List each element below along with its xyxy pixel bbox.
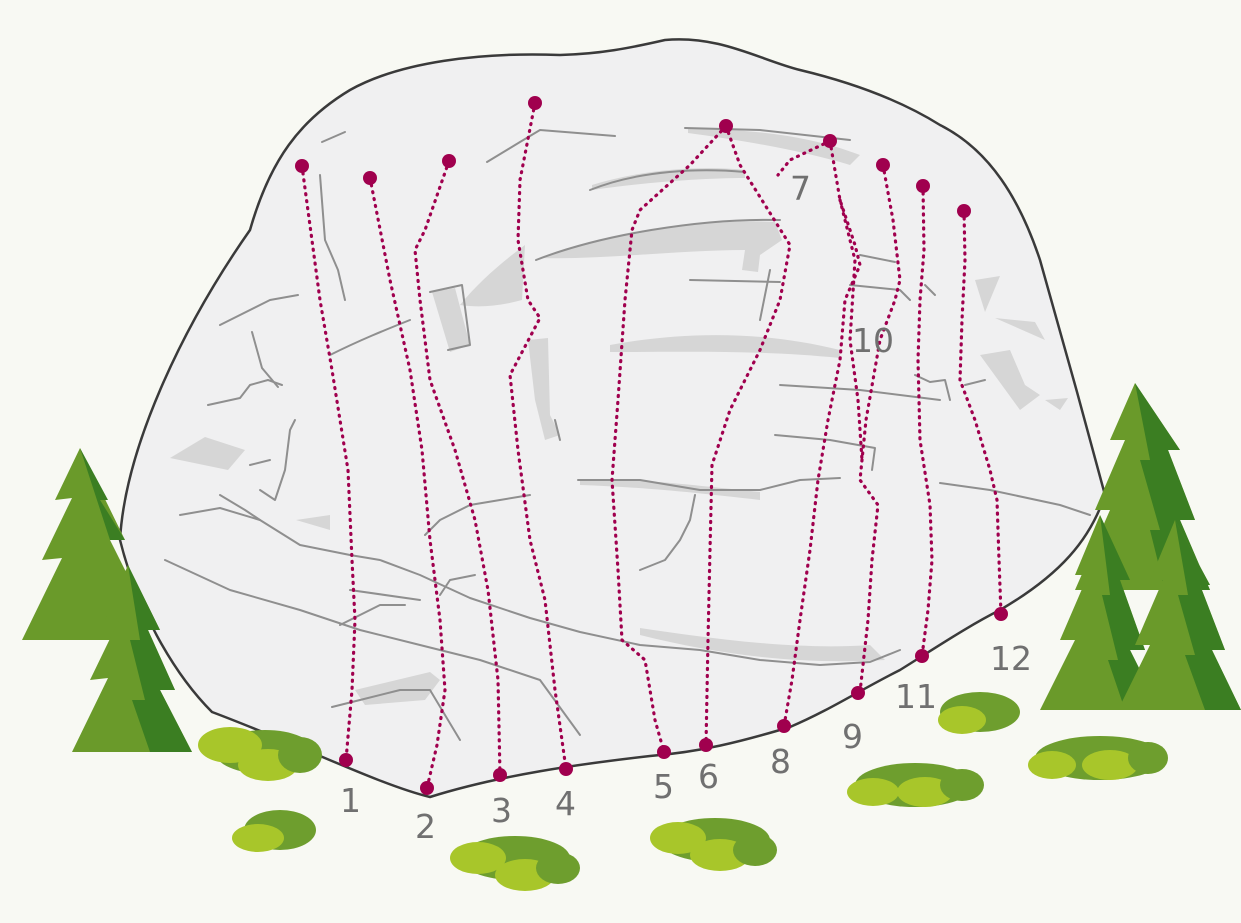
start-dot-2 <box>420 781 434 795</box>
start-dot-8 <box>777 719 791 733</box>
route-anchors <box>295 96 1008 795</box>
bush-3 <box>450 836 580 891</box>
top-anchor-1 <box>295 159 309 173</box>
start-dot-3 <box>493 768 507 782</box>
route-label-2: 2 <box>415 807 436 846</box>
route-line-3 <box>413 159 502 777</box>
start-dot-11 <box>915 649 929 663</box>
route-line-9 <box>858 163 902 694</box>
route-label-10: 10 <box>852 321 894 360</box>
route-label-4: 4 <box>555 784 576 823</box>
start-dot-5 <box>657 745 671 759</box>
start-dot-9 <box>851 686 865 700</box>
rock-cracks <box>164 127 1091 741</box>
route-label-11: 11 <box>895 677 937 716</box>
route-label-3: 3 <box>491 791 512 830</box>
tree-right-front-right <box>1118 520 1241 710</box>
bush-4 <box>650 818 777 871</box>
route-line-4 <box>508 101 568 771</box>
route-label-6: 6 <box>698 757 719 796</box>
top-anchor-11 <box>916 179 930 193</box>
top-anchor-4 <box>528 96 542 110</box>
route-label-12: 12 <box>990 639 1032 678</box>
route-label-9: 9 <box>842 717 863 756</box>
bush-6 <box>938 692 1020 734</box>
route-line-2 <box>368 176 447 790</box>
route-labels: 1 2 3 4 5 6 7 8 9 10 11 12 <box>340 169 1032 846</box>
start-dot-4 <box>559 762 573 776</box>
top-anchor-5-6 <box>719 119 733 133</box>
route-label-7: 7 <box>790 169 811 208</box>
route-line-1 <box>300 164 357 762</box>
route-label-5: 5 <box>653 767 674 806</box>
top-anchor-12 <box>957 204 971 218</box>
start-dot-6 <box>699 738 713 752</box>
rock-shadows <box>170 128 1068 705</box>
route-label-1: 1 <box>340 781 361 820</box>
start-dot-1 <box>339 753 353 767</box>
bush-1 <box>198 727 322 781</box>
top-anchor-2 <box>363 171 377 185</box>
tree-left-front <box>72 565 192 752</box>
top-anchor-9 <box>876 158 890 172</box>
route-line-8 <box>782 139 862 728</box>
route-line-11 <box>916 184 934 658</box>
start-dot-12 <box>994 607 1008 621</box>
route-line-6 <box>704 124 792 747</box>
route-line-7 <box>776 139 832 177</box>
bush-2 <box>232 810 316 852</box>
route-label-8: 8 <box>770 742 791 781</box>
bush-5 <box>847 763 984 807</box>
tree-left-back <box>22 448 140 640</box>
top-anchor-3 <box>442 154 456 168</box>
top-anchor-7-8 <box>823 134 837 148</box>
route-lines <box>300 101 1003 790</box>
bush-7 <box>1028 736 1168 780</box>
route-line-5 <box>610 124 728 754</box>
route-line-12 <box>958 209 1003 616</box>
boulder <box>118 38 1107 799</box>
tree-right-front-left <box>1040 515 1160 710</box>
route-line-10 <box>838 198 864 462</box>
